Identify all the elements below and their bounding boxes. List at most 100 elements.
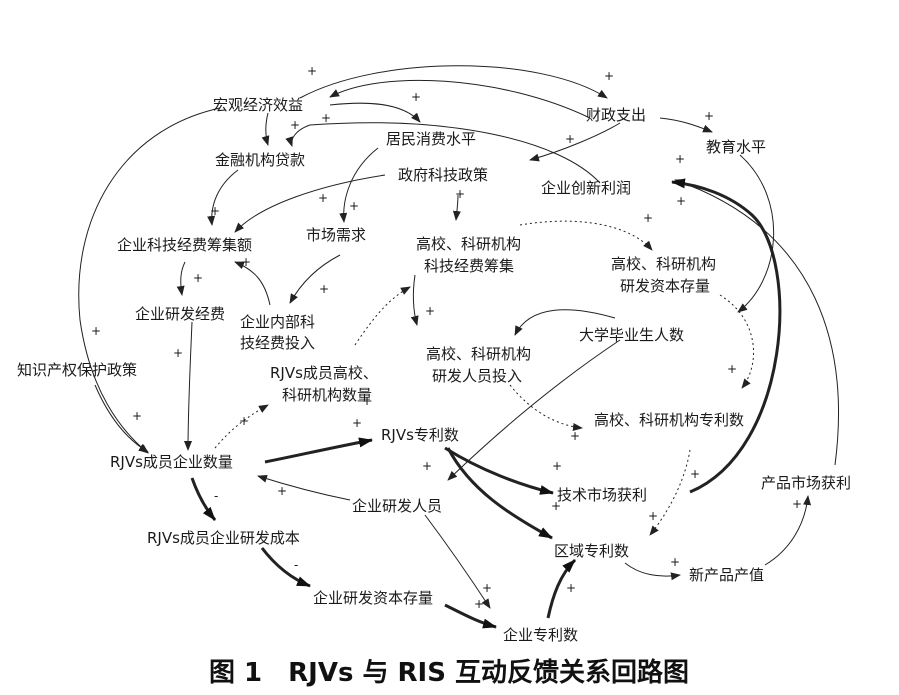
edge-entstaff-entpatent [424, 514, 491, 609]
edge-entcap-entpatent [444, 603, 497, 629]
nodes: 宏观经济效益 财政支出 居民消费水平 金融机构贷款 教育水平 政府科技政策 企业… [17, 96, 851, 644]
sign-plus: + [349, 199, 359, 213]
sign-plus: + [551, 499, 561, 513]
sign-plus: + [290, 118, 300, 132]
node-rjv-uni-l1: RJVs成员高校、 [270, 364, 378, 382]
sign-plus: + [91, 324, 101, 338]
edge-productmarket-innov [674, 179, 839, 466]
edge-finance-entfund [207, 169, 239, 226]
sign-plus: + [648, 509, 658, 523]
node-rjv-count: RJVs成员企业数量 [110, 453, 233, 471]
edge-macro-fiscal [299, 65, 608, 99]
edge-ip-rjvcount [94, 384, 149, 453]
sign-plus: + [422, 459, 432, 473]
node-consume: 居民消费水平 [386, 130, 476, 148]
sign-minus: - [294, 558, 298, 572]
edge-rjvcount-rjvcost [190, 477, 217, 521]
edge-fiscal-edu [659, 117, 713, 133]
edge-entfund-entrd [176, 261, 186, 296]
sign-plus: + [482, 581, 492, 595]
node-ent-rd: 企业研发经费 [135, 305, 225, 323]
sign-plus: + [604, 69, 614, 83]
sign-plus: + [676, 194, 686, 208]
node-uni-stock-l2: 研发资本存量 [620, 277, 710, 295]
edge-macro-consume [329, 102, 421, 123]
sign-plus: + [474, 597, 484, 611]
edges [78, 65, 839, 629]
edge-fiscal-macro [329, 79, 591, 119]
edge-rjvpatent-region [446, 447, 553, 540]
sign-plus: + [792, 497, 802, 511]
edge-inner-entfund [234, 261, 271, 306]
sign-plus: + [727, 362, 737, 376]
edge-rjvcount-rjvuni [214, 404, 269, 449]
edge-entrd-rjvcount [184, 321, 193, 451]
edge-gov-unifund [452, 194, 461, 221]
node-market-demand: 市场需求 [306, 226, 366, 244]
sign-plus: + [193, 271, 203, 285]
edge-entpatent-region [546, 558, 577, 619]
sign-plus: + [455, 187, 465, 201]
edge-market-inner [289, 254, 341, 304]
edge-unifund-unistaff [410, 274, 419, 326]
edge-rjvcount-rjvpatent [264, 437, 373, 464]
node-ent-staff: 企业研发人员 [352, 497, 442, 515]
node-edu: 教育水平 [706, 138, 766, 156]
node-fiscal: 财政支出 [586, 106, 646, 124]
edge-macro-finance [261, 112, 270, 146]
node-macro-econ: 宏观经济效益 [213, 96, 303, 114]
node-uni-patent: 高校、科研机构专利数 [594, 411, 744, 429]
sign-plus: + [318, 191, 328, 205]
edge-consume-market [339, 147, 379, 223]
sign-plus: + [307, 64, 317, 78]
sign-plus: + [352, 416, 362, 430]
node-new-product: 新产品产值 [689, 566, 764, 584]
sign-plus: + [321, 111, 331, 125]
edge-rjvcost-entcap [260, 547, 311, 588]
node-ent-inner-l2: 技经费投入 [240, 334, 315, 352]
edge-unistaff-unipatent [509, 384, 583, 431]
node-product-market: 产品市场获利 [761, 474, 851, 492]
edge-unifund-unistock [519, 220, 653, 251]
sign-plus: + [173, 346, 183, 360]
sign-plus: + [570, 429, 580, 443]
node-ent-patent: 企业专利数 [503, 626, 578, 644]
edge-rjvpatent-techmarket [444, 446, 554, 495]
node-uni-fund-l1: 高校、科研机构 [416, 235, 521, 253]
node-uni-staff-l1: 高校、科研机构 [426, 345, 531, 363]
node-grad: 大学毕业生人数 [579, 326, 684, 344]
edge-innov-finance [285, 122, 601, 184]
sign-plus: + [425, 304, 435, 318]
sign-plus: + [241, 255, 251, 269]
sign-plus: + [411, 90, 421, 104]
sign-plus: + [132, 409, 142, 423]
node-rjv-uni-l2: 科研机构数量 [282, 386, 372, 404]
sign-plus: + [566, 581, 576, 595]
sign-plus: + [552, 459, 562, 473]
sign-plus: + [362, 394, 372, 408]
node-uni-fund-l2: 科技经费筹集 [424, 257, 514, 275]
edge-techmarket-innov [671, 178, 782, 494]
edge-macro-rjvcount [78, 107, 221, 454]
node-uni-staff-l2: 研发人员投入 [432, 367, 522, 385]
sign-plus: + [690, 467, 700, 481]
node-rjv-cost: RJVs成员企业研发成本 [147, 529, 300, 547]
sign-plus: + [239, 414, 249, 428]
node-ent-fund: 企业科技经费筹集额 [117, 236, 252, 254]
node-innov-profit: 企业创新利润 [541, 179, 631, 197]
polarity-signs: + + + + + + + + + + + + + + + + + + + + … [91, 64, 802, 611]
node-rjv-patent: RJVs专利数 [381, 426, 459, 444]
sign-plus: + [565, 132, 575, 146]
sign-plus: + [319, 282, 329, 296]
node-region-patent: 区域专利数 [554, 542, 629, 560]
edge-gov-entfund [234, 174, 386, 233]
sign-plus: + [670, 555, 680, 569]
node-tech-market: 技术市场获利 [557, 486, 647, 504]
edge-unipatent-region [649, 449, 691, 536]
sign-plus: + [643, 211, 653, 225]
edge-fiscal-gov [529, 122, 621, 162]
sign-minus: - [214, 489, 218, 503]
edge-rjvuni-unifund [354, 286, 411, 346]
figure-caption: 图 1 RJVs 与 RIS 互动反馈关系回路图 [209, 657, 689, 688]
edge-region-newproduct [624, 562, 681, 581]
